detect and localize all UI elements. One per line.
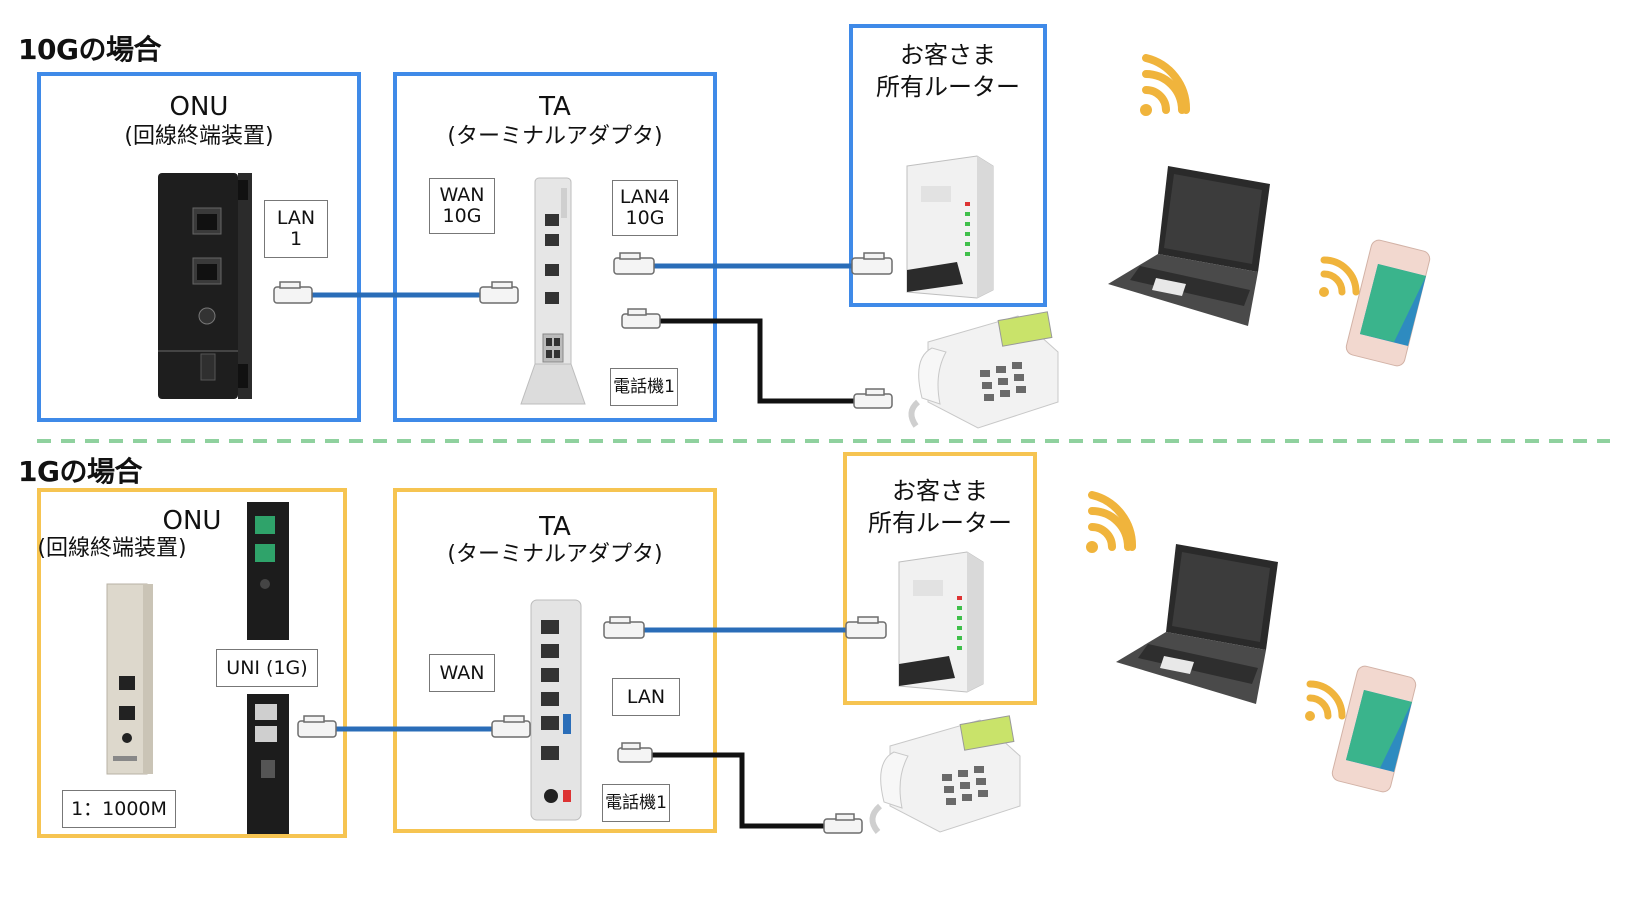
ta-box-10g: TA (ターミナルアダプタ) xyxy=(393,72,717,422)
ta-wan-label-1g: WAN xyxy=(429,654,495,692)
router-line2: 所有ルーター xyxy=(876,73,1020,101)
onu-title-1g: ONU xyxy=(162,506,222,536)
ta-wan-label-line1: WAN xyxy=(439,184,485,206)
lan-connector-icon xyxy=(845,616,887,639)
onu-box-1g: ONU (回線終端装置) xyxy=(37,488,347,838)
telephone-icon xyxy=(869,715,1021,834)
onu-lan1-label-line2: 1 xyxy=(289,228,303,250)
router-box-1g: お客さま 所有ルーター xyxy=(843,452,1037,705)
lan-connector-icon xyxy=(823,813,863,834)
ta-lan4-label: LAN4 10G xyxy=(612,180,678,236)
router-icon xyxy=(906,155,994,299)
lan-connector-icon xyxy=(617,742,653,763)
onu-device-1g-icon xyxy=(106,583,153,775)
router-line2-1g: 所有ルーター xyxy=(868,509,1012,537)
smartphone-icon xyxy=(1345,239,1431,367)
ta-lan4-label-line1: LAN4 xyxy=(619,186,671,208)
ta-phone-label-1g: 電話機1 xyxy=(602,784,670,822)
onu-title: ONU xyxy=(169,92,229,122)
ta-lan-label-1g: LAN xyxy=(612,678,680,716)
onu-subtitle: (回線終端装置) xyxy=(124,124,274,149)
ta-subtitle: (ターミナルアダプタ) xyxy=(447,124,663,149)
onu-lan1-label: LAN 1 xyxy=(264,200,328,258)
ta-box-1g: TA (ターミナルアダプタ) xyxy=(393,488,717,833)
ta-lan4-label-line2: 10G xyxy=(625,207,665,229)
lan-connector-icon xyxy=(621,308,661,329)
cable-phone-10g xyxy=(660,318,854,404)
lan-connector-icon xyxy=(491,715,531,738)
ta-device-1g-icon xyxy=(530,599,582,821)
onu-subtitle-1g: (回線終端装置) xyxy=(37,536,187,561)
lan-connector-icon xyxy=(851,252,893,275)
ta-device-icon xyxy=(520,177,586,405)
lan-connector-icon xyxy=(603,616,645,639)
lan-connector-icon xyxy=(613,252,655,275)
wifi-icon xyxy=(1305,680,1346,721)
ta-wan-label-line2: 10G xyxy=(442,205,482,227)
router-line1: お客さま xyxy=(900,41,996,69)
wifi-icon xyxy=(1086,491,1137,553)
laptop-icon xyxy=(1116,544,1278,704)
ta-title: TA xyxy=(539,92,571,122)
onu-lan1-label-line1: LAN xyxy=(276,207,316,229)
onu-box-10g: ONU (回線終端装置) xyxy=(37,72,361,422)
router-box-10g: お客さま 所有ルーター xyxy=(849,24,1047,307)
ta-subtitle-1g: (ターミナルアダプタ) xyxy=(447,542,663,567)
router-line1-1g: お客さま xyxy=(892,477,988,505)
ta-title-1g: TA xyxy=(539,512,571,542)
ta-phone-label: 電話機1 xyxy=(610,368,678,406)
section-title-1g: 1Gの場合 xyxy=(18,455,142,488)
lan-connector-icon xyxy=(273,281,313,304)
onu-device-1g-side-icon xyxy=(247,502,289,834)
cable-phone-1g xyxy=(652,752,824,829)
lan-connector-icon xyxy=(297,715,337,738)
onu-speed-label: 1：1000M xyxy=(62,790,176,828)
wifi-icon xyxy=(1140,54,1191,116)
lan-connector-icon xyxy=(479,281,519,304)
wifi-icon xyxy=(1319,256,1360,297)
router-icon-1g xyxy=(898,551,984,693)
laptop-icon xyxy=(1108,166,1270,326)
ta-wan-label: WAN 10G xyxy=(429,178,495,234)
lan-connector-icon xyxy=(853,388,893,409)
onu-uni-label: UNI (1G) xyxy=(216,649,318,687)
telephone-icon xyxy=(908,311,1059,429)
smartphone-icon xyxy=(1331,665,1417,793)
section-title-10g: 10Gの場合 xyxy=(18,33,161,66)
onu-device-icon xyxy=(158,173,252,399)
